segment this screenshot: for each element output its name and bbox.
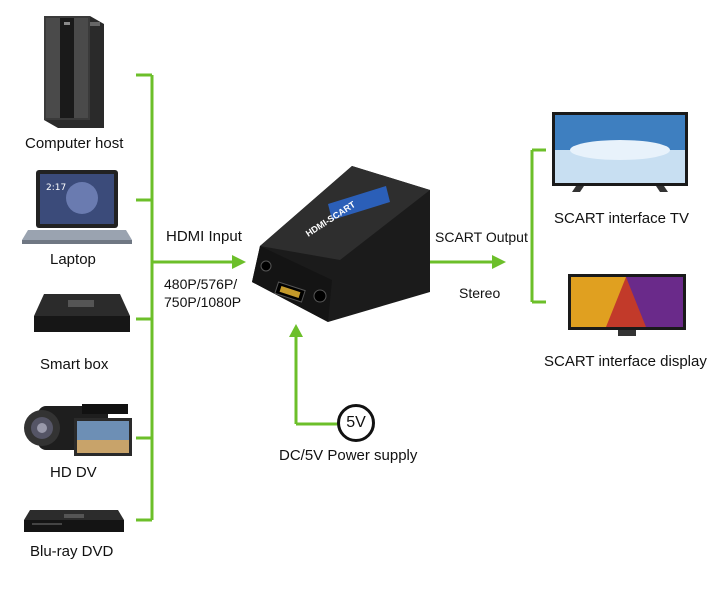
computer-tower-icon <box>44 16 104 128</box>
target-label-display: SCART interface display <box>544 353 707 370</box>
power-supply-label: DC/5V Power supply <box>279 447 418 464</box>
svg-text:2:17: 2:17 <box>46 183 66 193</box>
source-label-computer: Computer host <box>25 135 124 152</box>
bluray-player-icon <box>24 510 124 532</box>
source-label-hddv: HD DV <box>50 464 97 481</box>
resolutions-line1: 480P/576P/ <box>164 276 238 292</box>
hdmi-scart-converter <box>252 166 430 322</box>
output-arrowhead <box>492 255 506 269</box>
stereo-label: Stereo <box>459 285 501 301</box>
tv-icon <box>552 112 688 192</box>
scart-output-label: SCART Output <box>435 229 528 245</box>
laptop-icon: 2:17 <box>22 170 132 244</box>
source-label-laptop: Laptop <box>50 251 96 268</box>
source-label-smartbox: Smart box <box>40 356 109 373</box>
input-arrowhead <box>232 255 246 269</box>
resolutions-line2: 750P/1080P <box>164 294 242 310</box>
monitor-icon <box>568 274 686 336</box>
source-label-bluray: Blu-ray DVD <box>30 543 114 560</box>
power-badge-label: 5V <box>346 414 366 431</box>
smart-box-icon <box>34 294 130 332</box>
power-5v-badge: 5V <box>337 404 375 442</box>
camcorder-icon <box>24 404 132 456</box>
target-label-tv: SCART interface TV <box>554 210 690 227</box>
hdmi-input-label: HDMI Input <box>166 228 242 245</box>
power-arrowhead <box>289 324 303 337</box>
